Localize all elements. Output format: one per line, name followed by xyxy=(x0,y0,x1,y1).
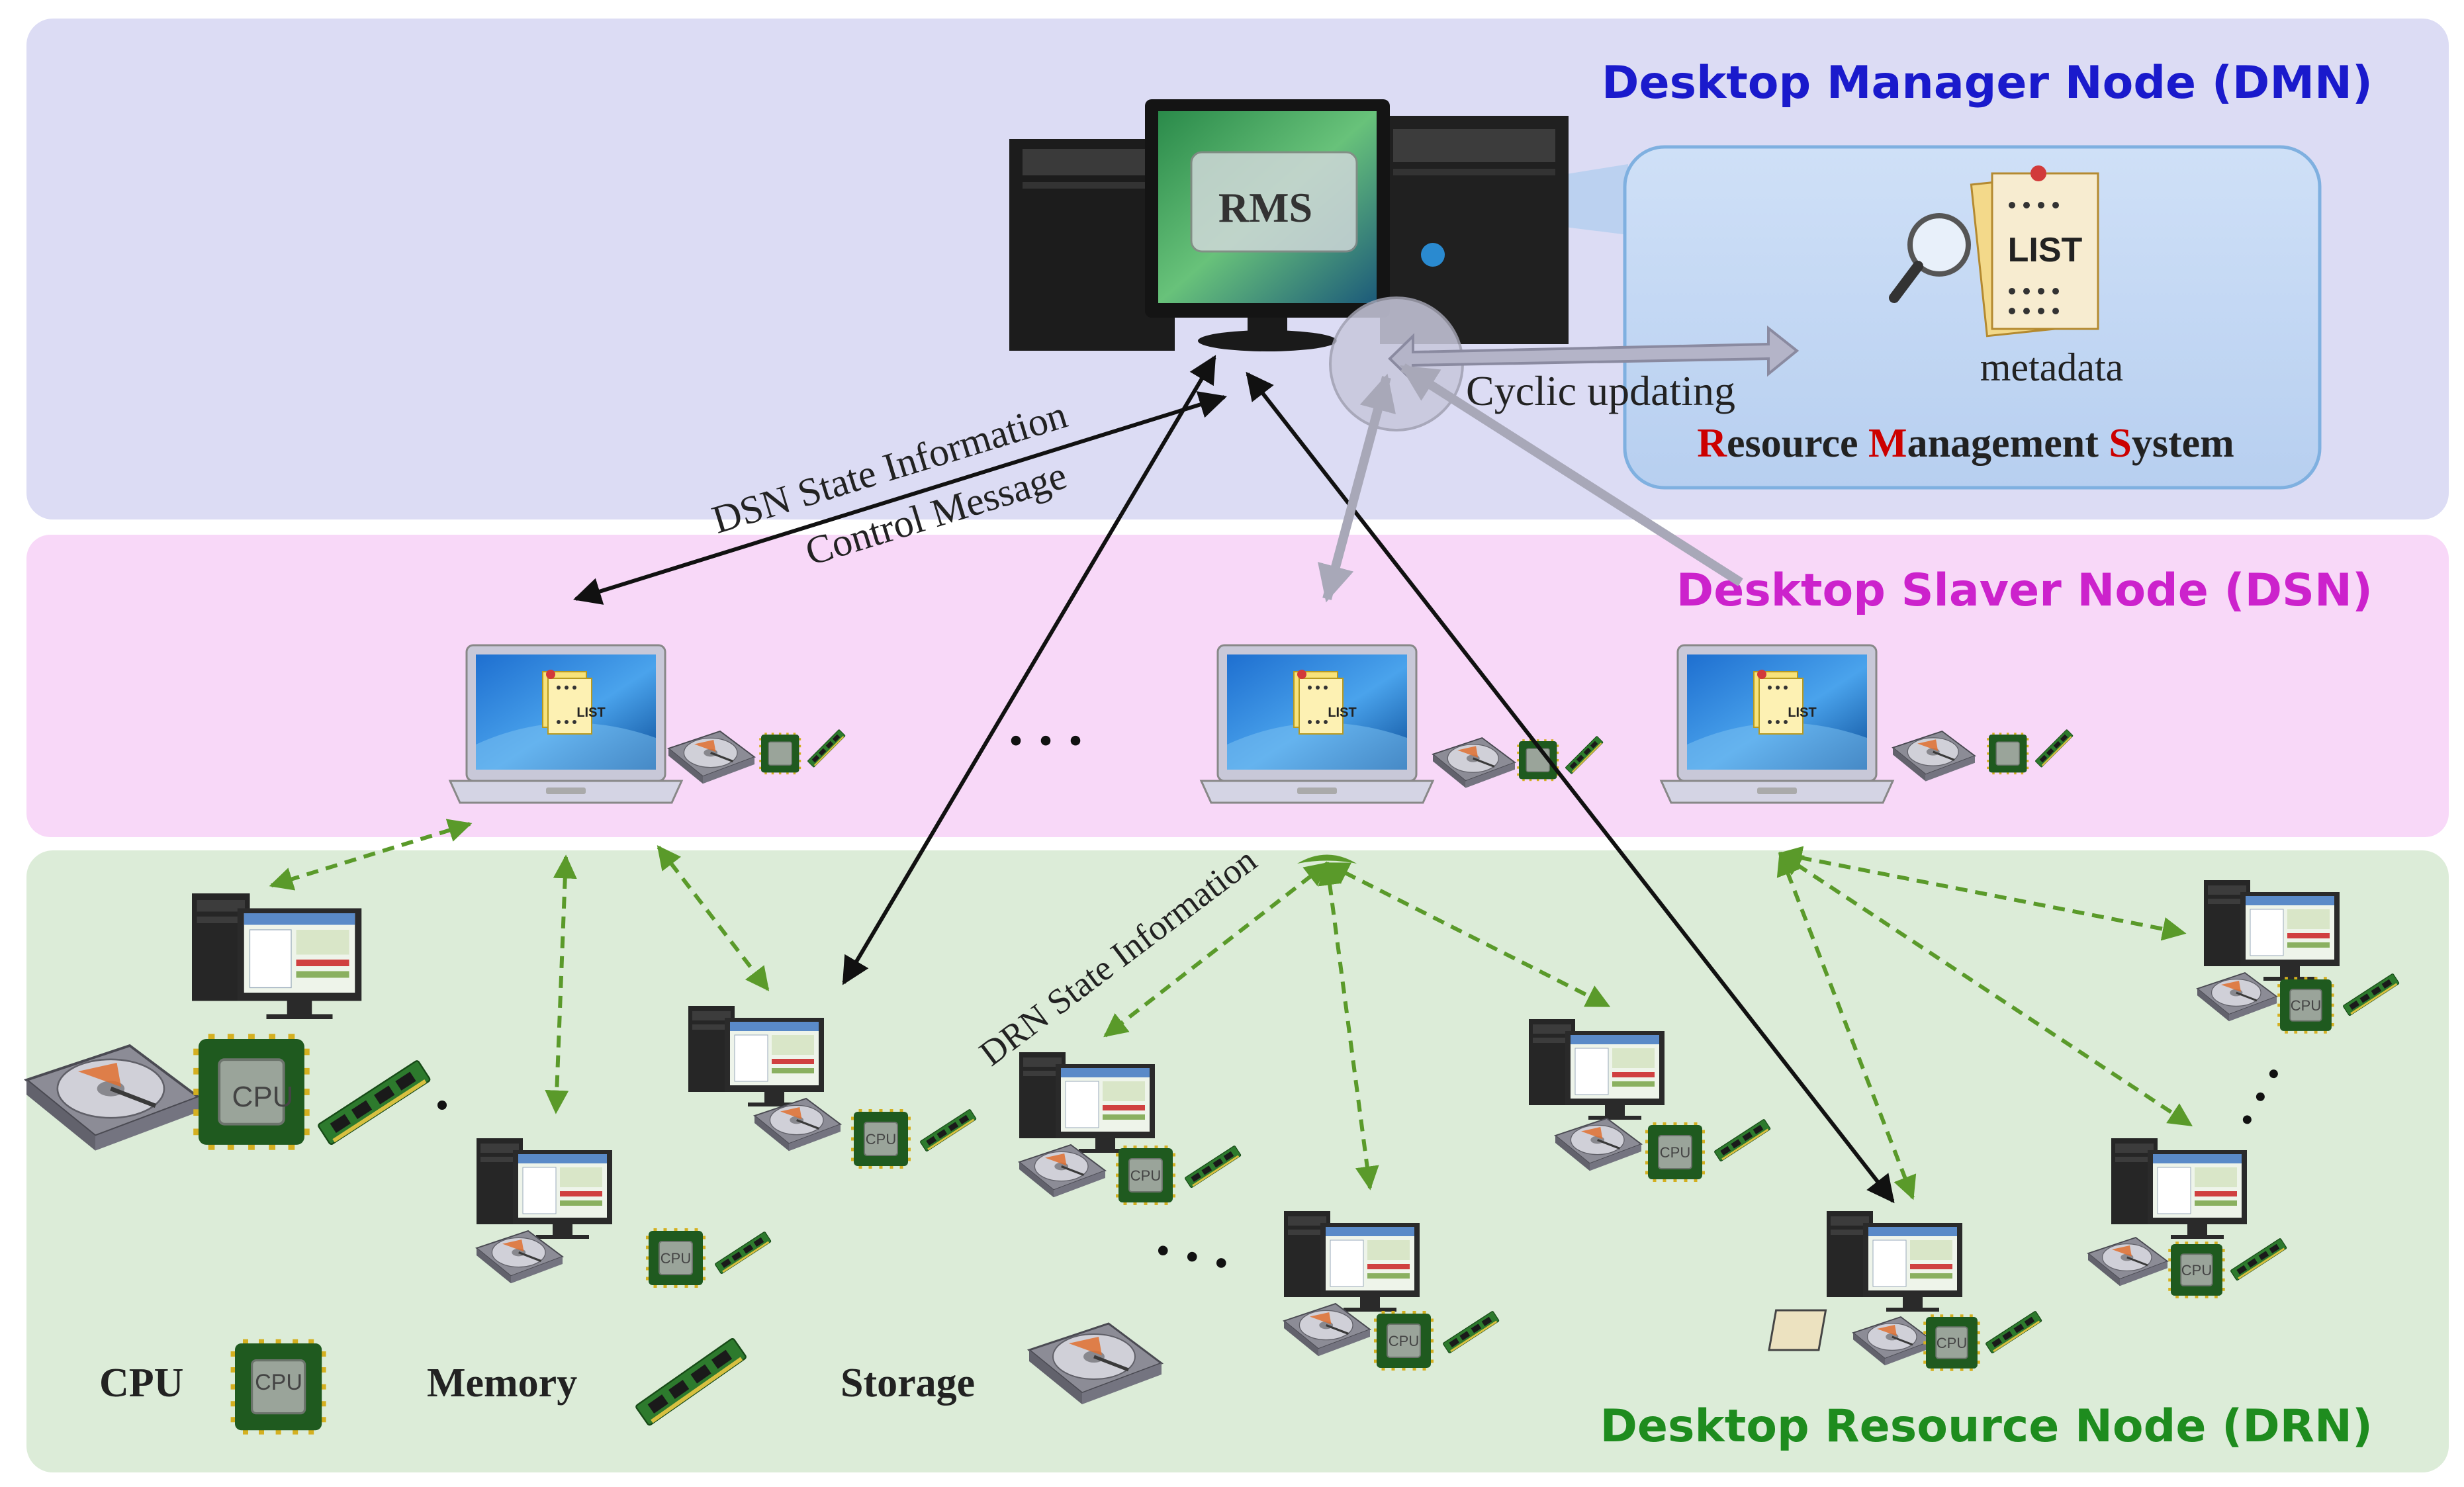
drn-node: CPU xyxy=(1018,1052,1242,1205)
svg-text:LIST: LIST xyxy=(1788,705,1816,720)
svg-text:CPU: CPU xyxy=(661,1250,691,1267)
svg-text:CPU: CPU xyxy=(1937,1335,1967,1351)
rms-screen-label: RMS xyxy=(1218,184,1312,231)
dsn-ellipsis: . . . xyxy=(1009,692,1083,758)
dsn-title: Desktop Slaver Node (DSN) xyxy=(1676,564,2373,617)
drn-node: CPU xyxy=(2087,1138,2287,1298)
svg-text:CPU: CPU xyxy=(866,1131,896,1148)
list-document-icon: LIST xyxy=(1970,165,2099,338)
drn-band xyxy=(26,850,2449,1472)
rms-computer: RMS xyxy=(1009,99,1569,351)
cyclic-updating-label: Cyclic updating xyxy=(1466,367,1735,414)
drn-node: CPU xyxy=(1768,1210,2042,1371)
svg-text:LIST: LIST xyxy=(1328,705,1356,720)
rms-system-name-part: anagement xyxy=(1907,421,2109,466)
legend-storage-label: Storage xyxy=(841,1361,975,1406)
drn-title: Desktop Resource Node (DRN) xyxy=(1600,1400,2373,1453)
drn-node: CPU xyxy=(2196,879,2400,1034)
rms-system-name-part: R xyxy=(1697,421,1727,466)
legend-cpu-label: CPU xyxy=(99,1361,183,1406)
legend-memory-label: Memory xyxy=(427,1361,577,1406)
drn-node: CPU xyxy=(475,1138,772,1288)
svg-text:CPU: CPU xyxy=(255,1370,302,1395)
drn-ellipsis-1: . . . xyxy=(1152,1202,1239,1281)
svg-text:CPU: CPU xyxy=(1389,1333,1419,1349)
svg-text:CPU: CPU xyxy=(1130,1167,1161,1184)
drn-node: CPU xyxy=(688,1005,977,1169)
magnifier-icon xyxy=(1889,213,1971,303)
legend: CPU CPU Memory Storage xyxy=(99,1324,1162,1435)
cyclic-updating-arrow xyxy=(1388,325,1800,384)
rms-system-name-part: S xyxy=(2109,421,2131,466)
rms-system-name-part: esource xyxy=(1727,421,1868,466)
svg-text:CPU: CPU xyxy=(232,1081,294,1113)
list-label: LIST xyxy=(2008,231,2083,269)
svg-text:CPU: CPU xyxy=(1660,1144,1690,1161)
svg-text:CPU: CPU xyxy=(2181,1262,2212,1279)
rms-system-name-part: ystem xyxy=(2132,421,2234,466)
dsn-laptop-1: LIST xyxy=(449,644,846,804)
drn-node-large: CPU xyxy=(26,893,447,1151)
cyclic-arrows xyxy=(1318,363,1743,603)
svg-text:CPU: CPU xyxy=(2291,997,2321,1014)
resource-management-system-label: Resource Management System xyxy=(1697,421,2234,466)
metadata-label: metadata xyxy=(1980,345,2124,389)
drn-node: CPU xyxy=(1283,1210,1500,1371)
svg-text:LIST: LIST xyxy=(576,705,605,720)
rms-system-name-part: M xyxy=(1868,421,1907,466)
dmn-title: Desktop Manager Node (DMN) xyxy=(1602,57,2373,109)
